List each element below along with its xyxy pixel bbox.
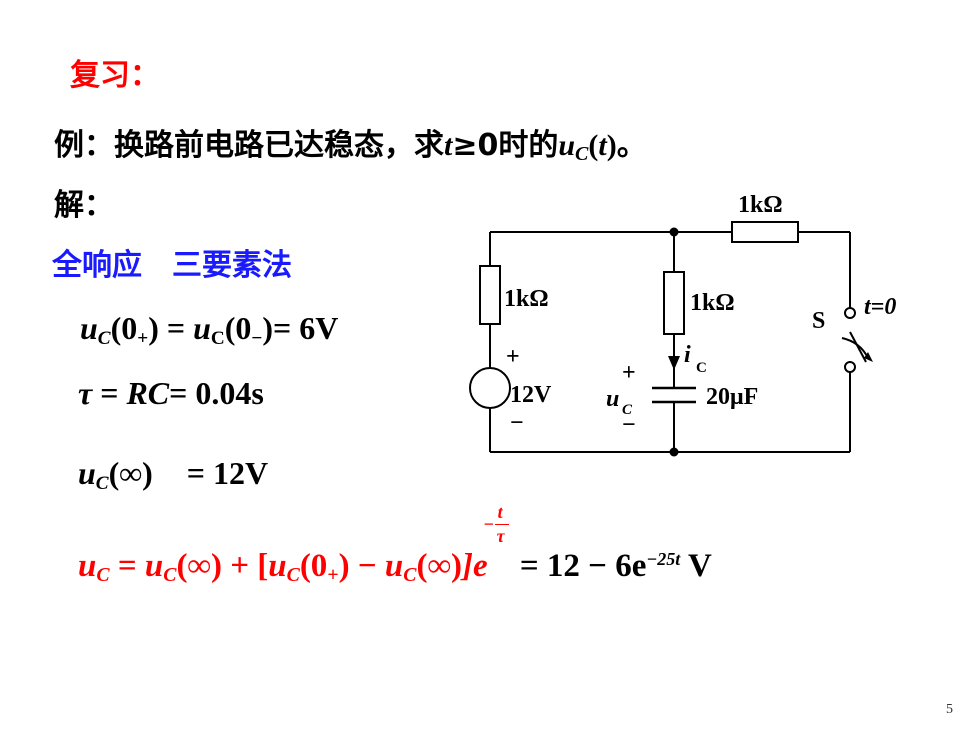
label-cap: 20μF — [706, 384, 758, 410]
switch-blade — [849, 331, 867, 363]
eq-initial-sub: C — [97, 327, 111, 349]
formula-minus: − — [349, 548, 385, 584]
example-statement: 例：换路前电路已达稳态，求t≥0时的uC(t)。 — [54, 120, 647, 166]
page-number: 5 — [946, 702, 953, 717]
eq-initial-c: (0 — [224, 310, 252, 346]
example-t: t — [444, 129, 453, 162]
switch-contact-bottom — [844, 361, 856, 373]
label-r-left: 1kΩ — [504, 286, 549, 312]
formula-bracket-e: ]e — [461, 548, 488, 584]
example-end: 。 — [616, 128, 647, 163]
review-title: 复习： — [70, 58, 160, 93]
node-bottom — [669, 447, 679, 457]
formula-eq: = — [109, 548, 145, 584]
formula-t2-plus: + — [327, 563, 339, 586]
label-switch: S — [812, 308, 825, 334]
switch-arrow-icon — [864, 352, 873, 362]
circuit-diagram: 1kΩ 1kΩ 1kΩ S t=0 + 12V − + u C − i C 20… — [469, 192, 896, 457]
label-cap-minus: − — [622, 412, 636, 438]
eq-tau-rc: RC — [126, 375, 170, 411]
eq-initial-a: (0 — [110, 310, 138, 346]
label-uc-sub: C — [622, 402, 633, 418]
example-paren-open: ( — [588, 129, 599, 162]
label-r-top: 1kΩ — [738, 192, 783, 218]
eq-initial-sub2: C — [210, 327, 225, 349]
label-ic-sub: C — [696, 360, 707, 376]
formula-t1-u: u — [144, 548, 164, 584]
example-paren-close: ) — [606, 129, 617, 162]
current-arrow-icon — [668, 356, 680, 370]
formula-t1-sub: C — [163, 563, 177, 586]
label-uc: u — [606, 386, 619, 412]
label-t0: t=0 — [864, 294, 896, 320]
switch-contact-top — [844, 307, 856, 319]
full-response-formula: uC = uC(∞) + [uC(0+) − uC(∞)]e − t τ = 1… — [78, 502, 712, 587]
formula-plus: + [ — [221, 548, 269, 584]
formula-t3-u: u — [384, 548, 404, 584]
label-source: 12V — [510, 382, 552, 408]
formula-exp-num: t — [497, 502, 503, 522]
example-cond: ≥0时的 — [452, 128, 559, 163]
eq-initial-minus: − — [251, 327, 263, 349]
formula-t3-arg: (∞) — [416, 548, 462, 584]
example-arg-t: t — [598, 129, 607, 162]
eq-initial-plus: + — [137, 327, 149, 349]
eq-tau-val: = 0.04s — [169, 375, 264, 411]
formula-result-exp: −25t — [646, 549, 681, 570]
formula-t2-sub: C — [286, 563, 300, 586]
formula-result: = 12 − 6e — [519, 548, 647, 584]
eq-tau: τ = RC= 0.04s — [78, 375, 264, 412]
formula-exp-minus: − — [483, 514, 494, 534]
label-ic: i — [684, 342, 691, 368]
voltage-source — [469, 367, 511, 409]
formula-t1-arg: (∞) — [176, 548, 222, 584]
formula-exp-den: τ — [496, 526, 505, 546]
eq-initial-u: u — [80, 310, 98, 346]
resistor-top — [731, 221, 799, 243]
formula-t2-u: u — [268, 548, 287, 584]
eq-initial-b: ) = — [148, 310, 194, 346]
eq-initial: uC(0+) = uC(0−)= 6V — [80, 310, 338, 350]
solution-label: 解： — [54, 188, 114, 223]
label-cap-plus: + — [622, 360, 636, 386]
eq-final-sub: C — [95, 472, 109, 494]
formula-t2-close: ) — [338, 548, 350, 584]
node-top — [669, 227, 679, 237]
eq-initial-d: )= 6V — [262, 310, 339, 346]
eq-final-u: u — [78, 455, 96, 491]
formula-exp-bar — [494, 524, 509, 525]
eq-final-val: = 12V — [186, 455, 269, 491]
eq-final: uC(∞) = 12V — [78, 455, 268, 495]
resistor-left — [479, 265, 501, 325]
eq-tau-eq: = — [92, 375, 127, 411]
resistor-mid — [663, 271, 685, 335]
formula-sub: C — [96, 563, 110, 586]
formula-t3-sub: C — [403, 563, 417, 586]
eq-final-arg: (∞) — [108, 455, 153, 491]
eq-initial-u2: u — [193, 310, 211, 346]
label-r-mid: 1kΩ — [690, 290, 735, 316]
example-u-sub: C — [575, 143, 589, 165]
method-label: 全响应 三要素法 — [52, 248, 292, 283]
label-source-minus: − — [510, 410, 524, 436]
formula-t2-arg: (0 — [299, 548, 328, 584]
eq-tau-symbol: τ — [78, 375, 93, 411]
label-source-plus: + — [506, 344, 520, 370]
formula-u: u — [78, 548, 97, 584]
example-prefix: 例：换路前电路已达稳态，求 — [54, 128, 444, 163]
formula-unit: V — [680, 548, 712, 584]
example-u: u — [558, 129, 576, 162]
